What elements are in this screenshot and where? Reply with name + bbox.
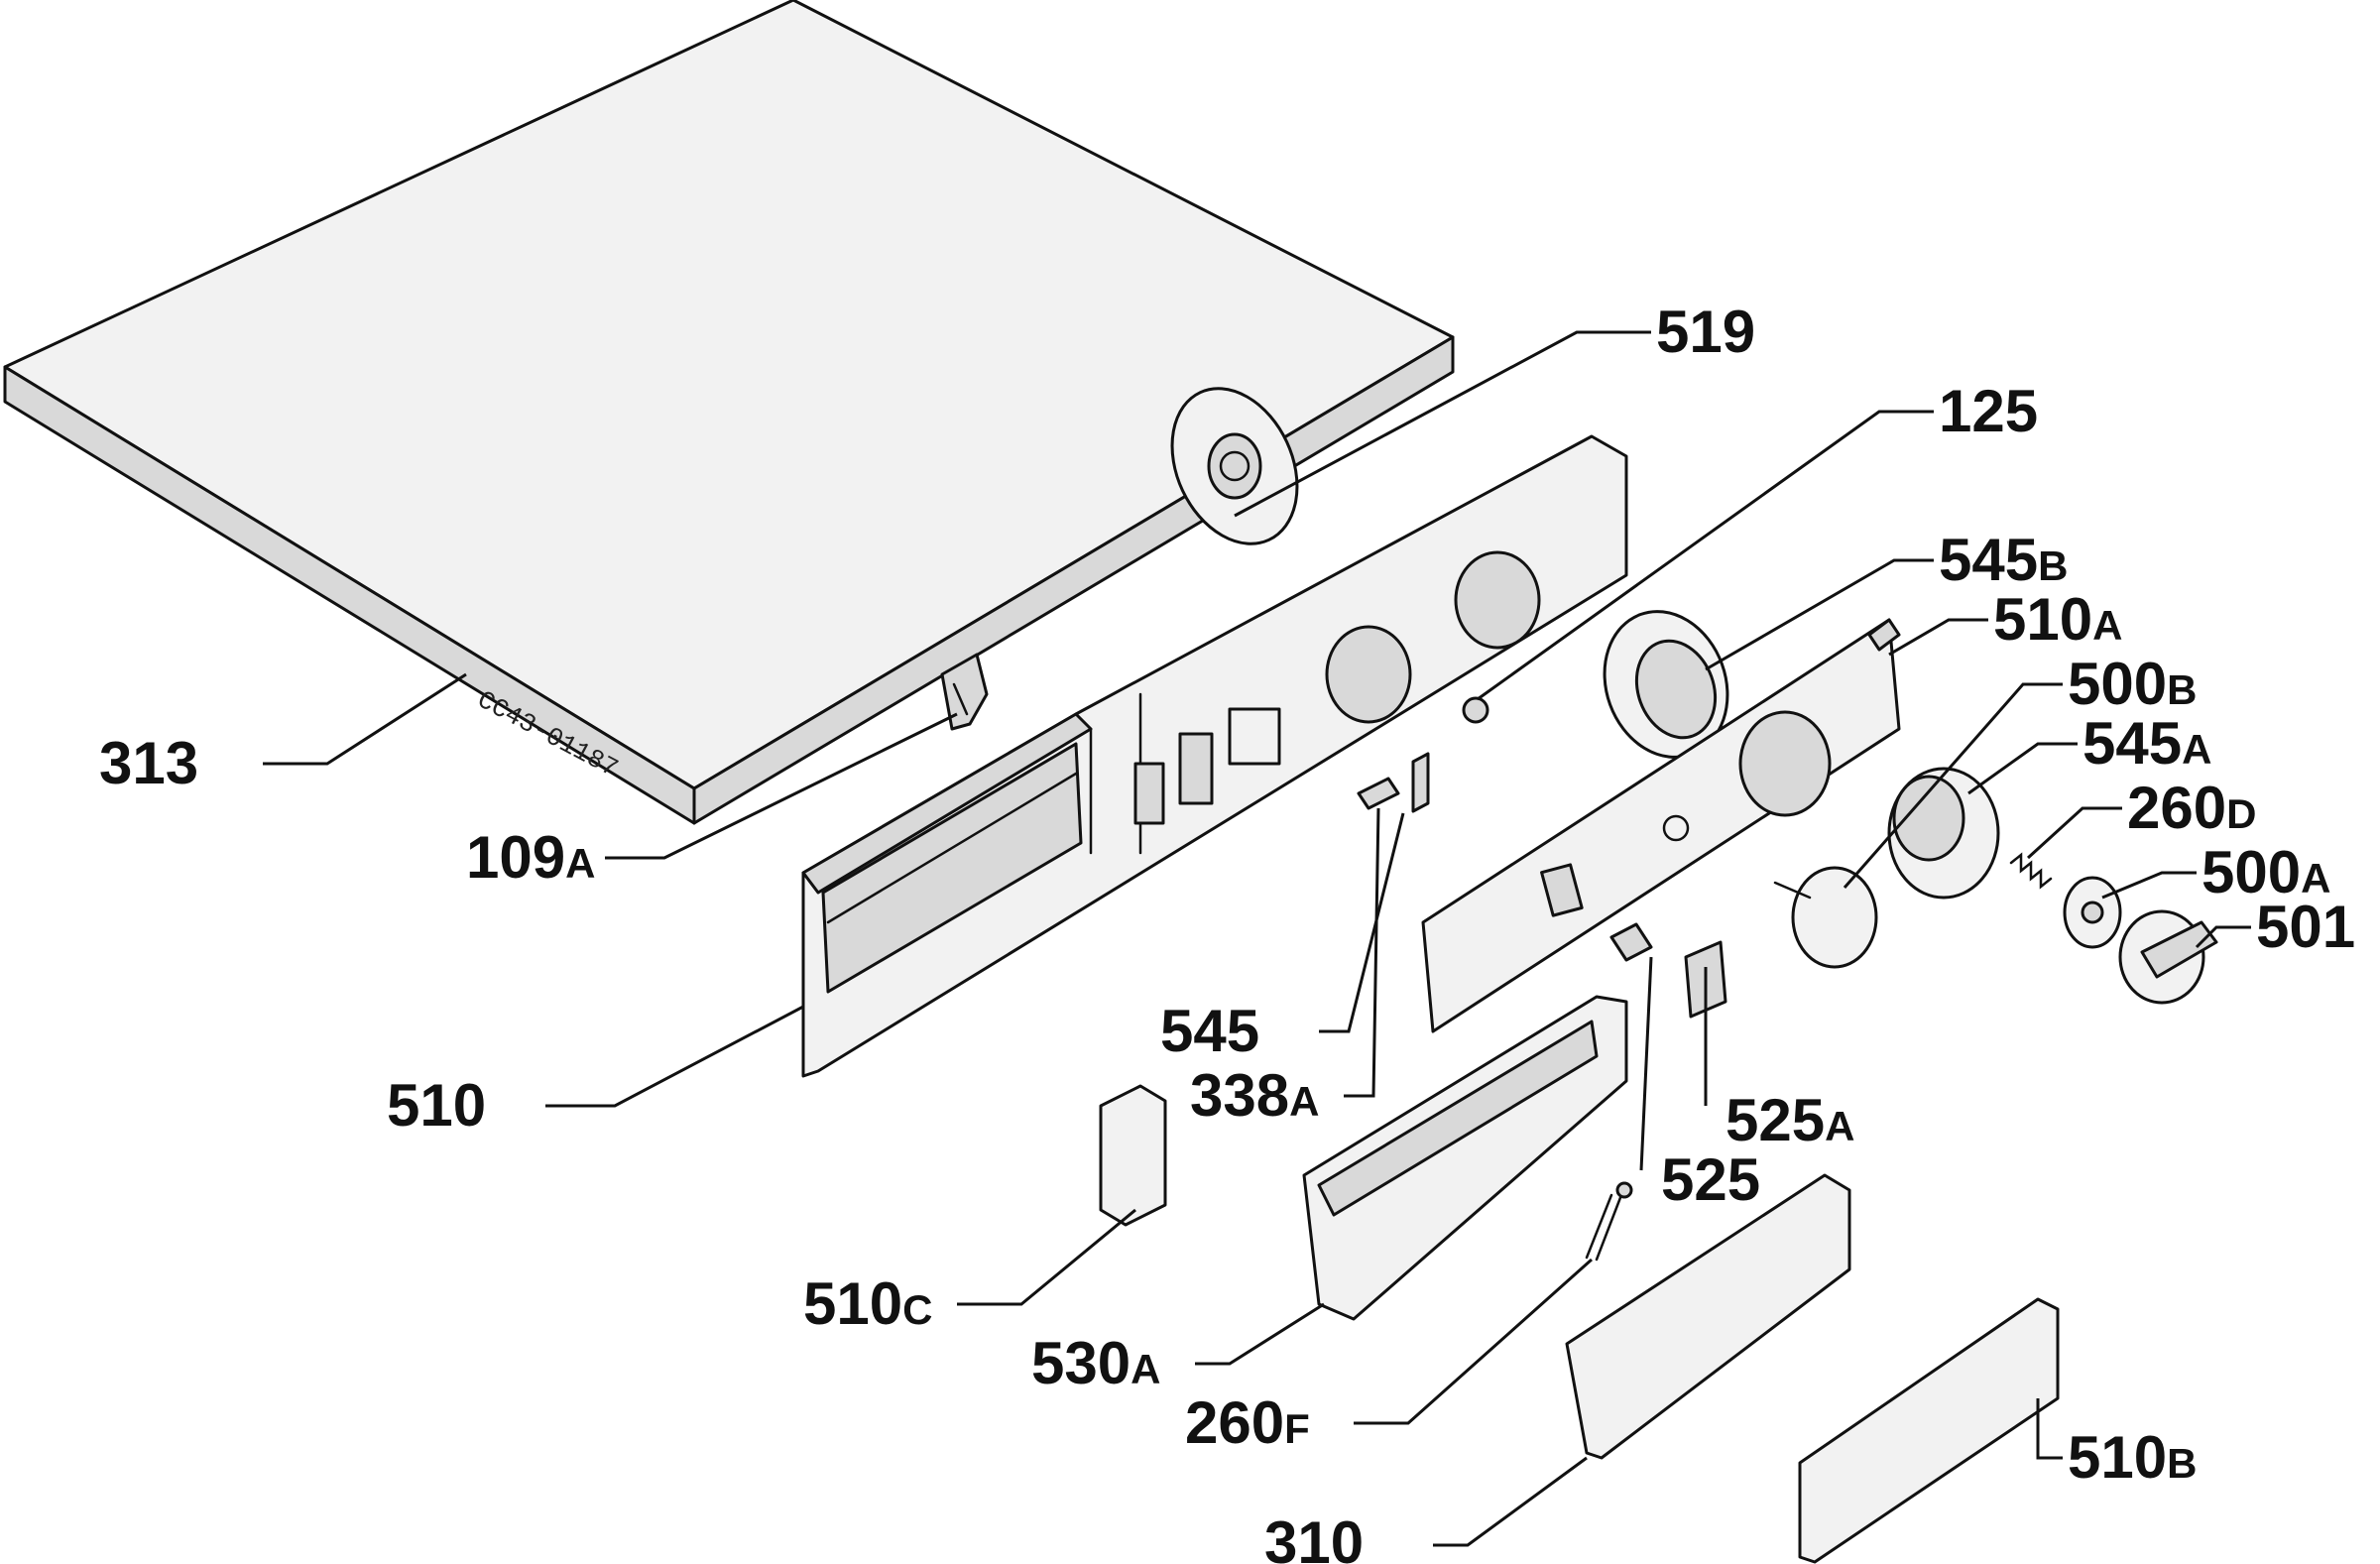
hinge-disc-519 bbox=[1170, 387, 1299, 545]
callout-525a: 525A bbox=[1726, 1087, 1854, 1153]
callout-500a: 500A bbox=[2202, 839, 2330, 905]
knob-ring-545b bbox=[1603, 610, 1729, 759]
callout-501: 501 bbox=[2256, 894, 2355, 960]
callout-510: 510 bbox=[387, 1072, 486, 1139]
callout-260f: 260F bbox=[1185, 1389, 1310, 1456]
callout-labels: 519 125 545B 510A 500B 545A 260D 500A 50… bbox=[99, 299, 2355, 1564]
callout-545a: 545A bbox=[2082, 710, 2211, 777]
callout-530a: 530A bbox=[1031, 1330, 1160, 1396]
callout-525: 525 bbox=[1661, 1146, 1760, 1213]
callout-545b: 545B bbox=[1939, 527, 2068, 593]
callout-109a: 109A bbox=[466, 824, 595, 891]
handle-530a bbox=[1302, 995, 1628, 1321]
callout-510b: 510B bbox=[2068, 1424, 2197, 1491]
callout-260d: 260D bbox=[2127, 775, 2256, 841]
selector-knob-501 bbox=[2118, 909, 2218, 1005]
end-plate-510b bbox=[1798, 1297, 2060, 1564]
clip-338a bbox=[1357, 777, 1400, 810]
latch-hook-109a bbox=[940, 653, 989, 731]
callout-519: 519 bbox=[1656, 299, 1755, 365]
flap-310 bbox=[1565, 1173, 1851, 1460]
control-panel-510 bbox=[801, 434, 1628, 1078]
callout-510c: 510C bbox=[803, 1270, 932, 1337]
callout-510a: 510A bbox=[1993, 586, 2122, 653]
cover-510c bbox=[1099, 1084, 1167, 1227]
front-plate-510a bbox=[1421, 618, 1901, 1033]
callout-545: 545 bbox=[1160, 998, 1259, 1064]
callout-310: 310 bbox=[1264, 1509, 1364, 1564]
leader-lines bbox=[263, 330, 2251, 1547]
switch-525 bbox=[1609, 922, 1653, 962]
clip-545 bbox=[1411, 752, 1430, 813]
knob-500b bbox=[1773, 866, 1878, 969]
knob-545a bbox=[1887, 767, 2000, 900]
disc-500a bbox=[2063, 876, 2122, 949]
callout-500b: 500B bbox=[2068, 651, 2197, 717]
callout-338a: 338A bbox=[1190, 1062, 1319, 1129]
spring-260d bbox=[2009, 852, 2053, 890]
callout-125: 125 bbox=[1939, 378, 2038, 444]
callout-313: 313 bbox=[99, 730, 198, 796]
screw-125 bbox=[1462, 696, 1489, 724]
lever-260f bbox=[1585, 1181, 1633, 1262]
